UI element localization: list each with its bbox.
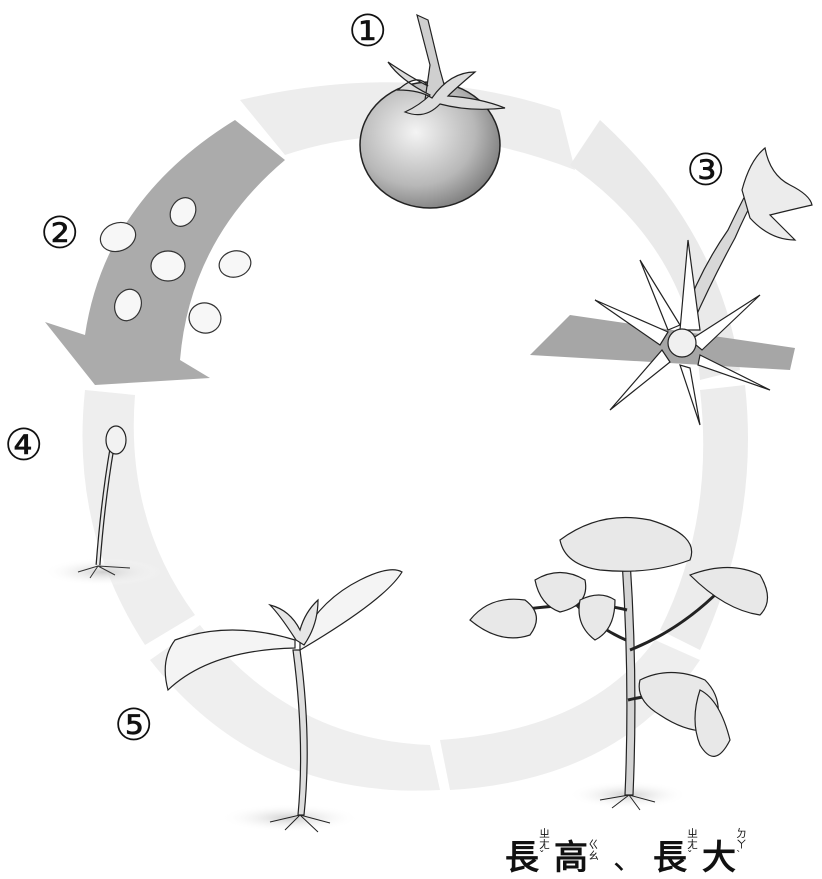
flower-bud — [742, 148, 812, 240]
stage-number-4: ④ — [4, 420, 43, 471]
ground-patch — [43, 558, 163, 586]
leaf-cluster — [560, 518, 692, 572]
seed — [151, 251, 185, 281]
flower-center — [668, 329, 696, 357]
caption-separator: 、 — [613, 842, 643, 877]
caption-word-2: 高 — [554, 838, 588, 878]
caption-zhuyin-3: ㄓㄤˇ — [687, 828, 698, 861]
ring-segment-left — [83, 390, 196, 645]
seed — [186, 299, 225, 336]
stage-number-5: ⑤ — [114, 700, 153, 751]
caption-word-3: 長 — [653, 838, 687, 878]
caption-zhuyin-4: ㄉㄚˋ — [736, 828, 747, 861]
leaf-cluster — [695, 690, 730, 756]
stage-number-2: ② — [40, 208, 79, 259]
ground-patch — [220, 804, 360, 832]
seed — [216, 247, 254, 280]
leaf-cluster — [470, 599, 536, 638]
stage-number-1: ① — [348, 6, 387, 57]
caption-zhuyin-1: ㄓㄤˇ — [539, 828, 550, 861]
caption-zhuyin-2: ㄍㄠ — [588, 839, 599, 861]
growth-caption: 長ㄓㄤˇ高ㄍㄠ、長ㄓㄤˇ大ㄉㄚˋ — [505, 828, 805, 873]
caption-word-4: 大 — [702, 838, 736, 878]
seed-coat — [106, 426, 126, 454]
petal — [680, 365, 700, 425]
ring-segment-right-lower — [660, 385, 748, 650]
stage-number-3: ③ — [686, 145, 725, 196]
caption-word-1: 長 — [505, 838, 539, 878]
